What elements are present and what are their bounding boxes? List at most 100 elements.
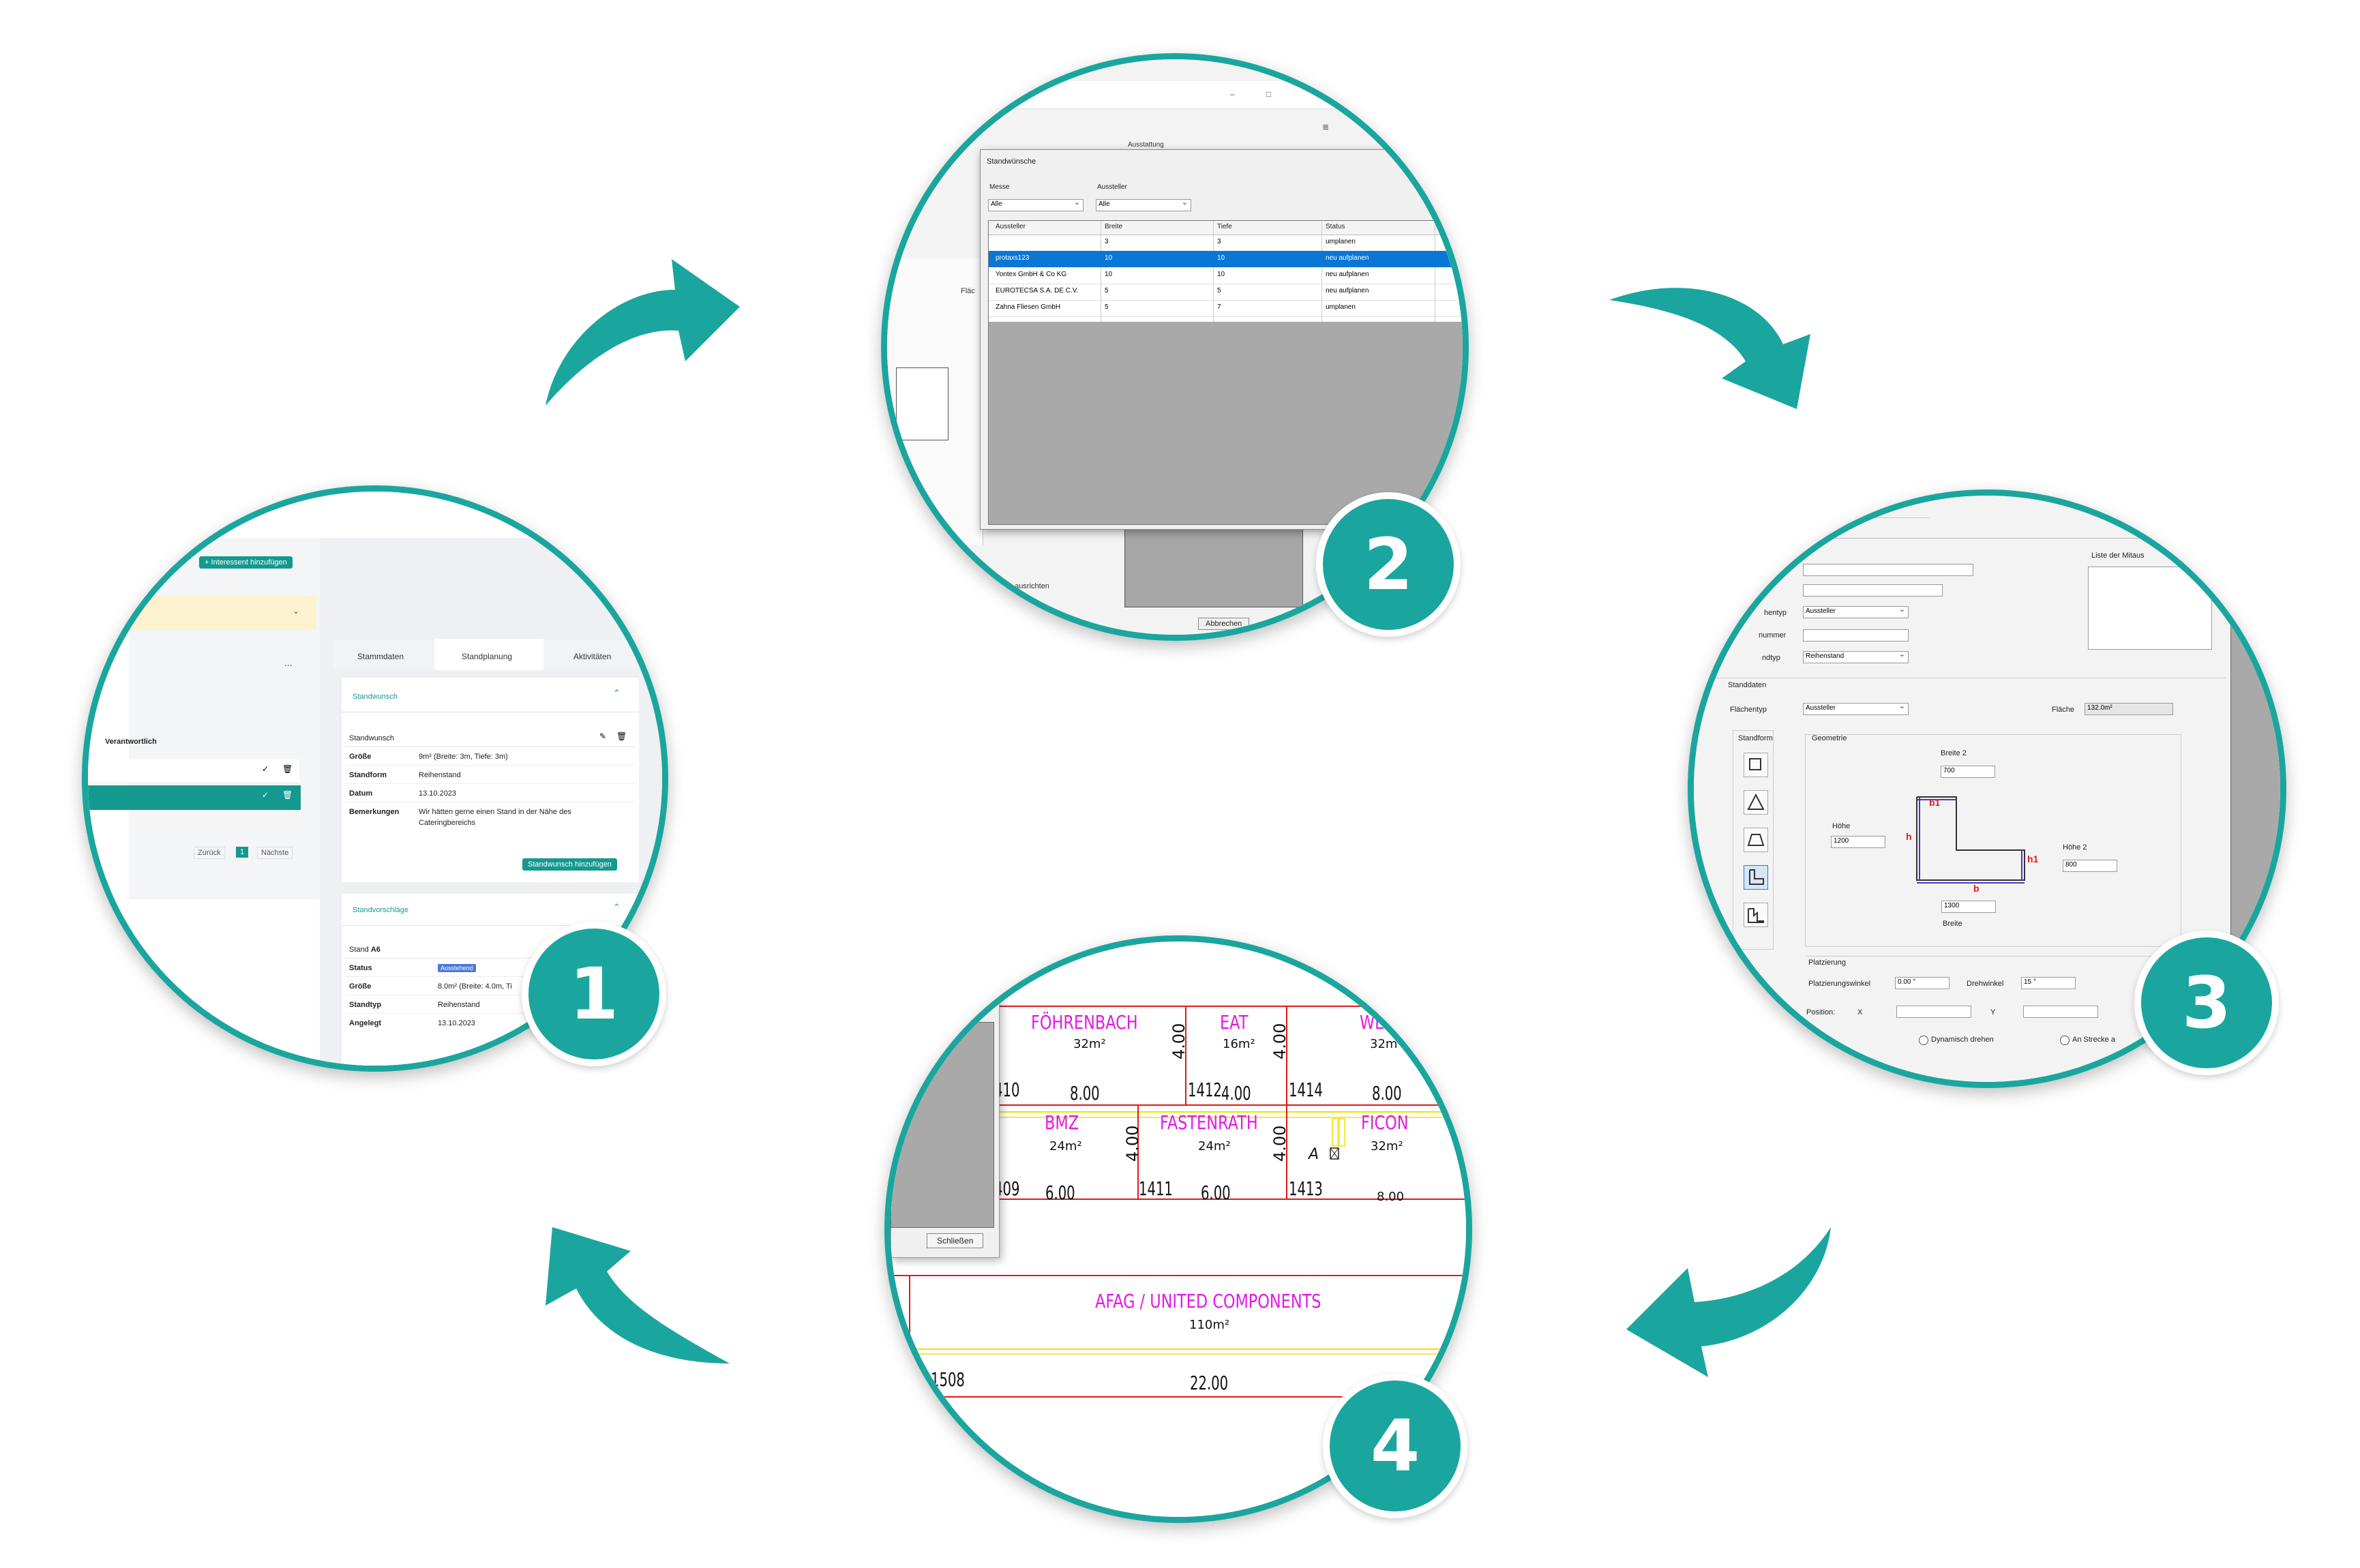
dynamisch-radio[interactable] <box>1919 1036 1928 1045</box>
col-header-breite[interactable]: Breite <box>1105 223 1123 230</box>
flaechentyp2-select[interactable]: Aussteller <box>1803 702 1909 715</box>
cell: 3 <box>1217 238 1221 245</box>
hoehe-label: Höhe <box>1832 822 1851 830</box>
depth-dimension: 4.00 <box>1270 1023 1289 1059</box>
drehwinkel-input[interactable]: 15 ° <box>2021 977 2076 989</box>
breite2-input[interactable]: 700 <box>1941 766 1995 778</box>
status-badge: Ausstehend <box>438 964 476 972</box>
booth-name[interactable]: FICON <box>1361 1111 1409 1134</box>
schliessen-button[interactable]: Schließen <box>927 1233 984 1248</box>
tab-stammdaten[interactable]: Stammdaten <box>357 652 404 661</box>
trash-icon[interactable]: 🗑 <box>282 764 293 774</box>
booth-area: 24m² <box>1049 1139 1082 1154</box>
pager-page-1[interactable]: 1 <box>236 847 249 858</box>
check-icon[interactable]: ✓ <box>262 790 269 800</box>
breite-input[interactable]: 1300 <box>1941 901 1996 913</box>
booth-name[interactable]: EAT <box>1220 1011 1249 1034</box>
trash-icon[interactable]: 🗑 <box>282 790 293 800</box>
check-icon[interactable]: ✓ <box>262 764 269 774</box>
row-value: Reihenstand <box>438 1001 480 1009</box>
add-interested-button[interactable]: + Interessent hinzufügen <box>199 556 293 569</box>
chevron-down-icon[interactable]: ⌄ <box>293 606 300 616</box>
abbrechen-button[interactable]: Abbrechen <box>1198 618 1250 630</box>
flaechentyp-select[interactable]: Aussteller <box>1803 605 1909 618</box>
flaechentyp-label: hentyp <box>1764 609 1787 617</box>
col-header-tiefe[interactable]: Tiefe <box>1217 223 1232 230</box>
hoehe-input[interactable]: 1200 <box>1831 836 1885 848</box>
verantwortlich-header: Verantwortlich <box>105 738 157 746</box>
shape-l-icon[interactable] <box>1744 865 1768 890</box>
col-header-status[interactable]: Status <box>1326 223 1345 230</box>
cell: neu aufplanen <box>1326 254 1369 262</box>
minimize-icon[interactable]: – <box>1230 89 1235 99</box>
chevron-up-icon[interactable]: ⌃ <box>613 688 621 698</box>
depth-dimension: 4.00 <box>1123 1125 1142 1162</box>
booth-name[interactable]: FÖHRENBACH <box>1031 1011 1138 1034</box>
table-row[interactable] <box>989 300 1463 317</box>
pager-back-button[interactable]: Zurück <box>194 847 225 859</box>
position-x-input[interactable] <box>1896 1006 1971 1018</box>
step-badge-1: 1 <box>522 922 666 1066</box>
shape-trapezoid-icon[interactable] <box>1744 828 1768 852</box>
nummer-input[interactable] <box>1803 629 1909 642</box>
table-row[interactable] <box>989 284 1463 301</box>
booth-name[interactable]: AFAG / UNITED COMPONENTS <box>1095 1290 1321 1312</box>
shape-triangle-icon[interactable] <box>1744 790 1768 815</box>
table-row[interactable] <box>989 235 1463 252</box>
list-icon: ≣ <box>1322 122 1330 132</box>
standform-label: Standform <box>1738 734 1773 742</box>
hoehe2-input[interactable]: 800 <box>2063 860 2117 872</box>
aussteller-label: Aussteller <box>1097 183 1127 191</box>
aussteller-select[interactable]: Alle <box>1096 198 1191 211</box>
name-input[interactable] <box>1803 564 1973 576</box>
platzierungswinkel-input[interactable]: 0.00 ° <box>1895 977 1950 989</box>
width-dimension: 8.00 <box>1070 1082 1100 1104</box>
shape-rect-icon[interactable] <box>1744 753 1768 777</box>
chevron-up-icon[interactable]: ⌃ <box>613 902 621 912</box>
l-shape-preview <box>1916 796 2025 884</box>
width-dimension: 22.00 <box>1190 1372 1229 1394</box>
row-value: Wir hätten gerne einen Stand in der Nähe… <box>419 808 571 816</box>
more-menu-icon[interactable]: ... <box>284 657 293 668</box>
marker-a: A <box>1309 1146 1319 1163</box>
add-standwunsch-button[interactable]: Standwunsch hinzufügen <box>522 858 617 871</box>
dim-b1: b1 <box>1929 797 1941 808</box>
trash-icon[interactable]: 🗑 <box>616 732 627 741</box>
tab-aktivitaeten[interactable]: Aktivitäten <box>573 652 612 661</box>
cell: 5 <box>1105 287 1109 295</box>
edit-icon[interactable]: ✎ <box>599 732 607 741</box>
booth-name[interactable]: WE <box>1360 1011 1385 1034</box>
booth-name[interactable]: FASTENRATH <box>1160 1111 1258 1134</box>
standtyp-select[interactable]: Reihenstand <box>1803 650 1909 663</box>
position-label: Position: <box>1806 1008 1836 1016</box>
short-name-input[interactable] <box>1803 584 1943 597</box>
curved-arrow-icon <box>546 259 740 406</box>
messe-select[interactable]: Alle <box>988 198 1084 211</box>
dim-b: b <box>1973 883 1980 894</box>
drehwinkel-label: Drehwinkel <box>1967 980 2004 988</box>
flaeche-label: Fläche <box>2052 706 2075 714</box>
curved-arrow-icon <box>1626 1227 1831 1377</box>
mitaussteller-list[interactable] <box>2088 567 2212 650</box>
position-y-input[interactable] <box>2023 1006 2098 1018</box>
pager-next-button[interactable]: Nächste <box>257 847 293 859</box>
booth-area: 24m² <box>1198 1139 1231 1154</box>
col-header-aussteller[interactable]: Aussteller <box>996 223 1026 230</box>
booth-area: 110m² <box>1189 1318 1230 1332</box>
row-key: Status <box>349 964 372 972</box>
booth-area: 32m² <box>1371 1139 1403 1154</box>
table-row-selected[interactable] <box>989 251 1463 267</box>
table-row[interactable] <box>989 267 1463 284</box>
booth-name[interactable]: BMZ <box>1045 1111 1079 1134</box>
tab-standplanung[interactable]: Standplanung <box>462 652 513 661</box>
maximize-icon[interactable]: □ <box>1266 89 1272 99</box>
cell: protaxs123 <box>996 254 1030 262</box>
hoehe2-label: Höhe 2 <box>2063 843 2087 851</box>
shape-u-icon[interactable] <box>1744 903 1768 927</box>
cell: 10 <box>1217 271 1225 278</box>
selected-list-row[interactable] <box>88 785 301 810</box>
step-badge-3: 3 <box>2134 931 2279 1075</box>
cell: EUROTECSA S.A. DE C.V. <box>996 287 1079 295</box>
ausstattung-label: Ausstattung <box>1128 141 1164 149</box>
strecke-radio[interactable] <box>2060 1036 2070 1045</box>
